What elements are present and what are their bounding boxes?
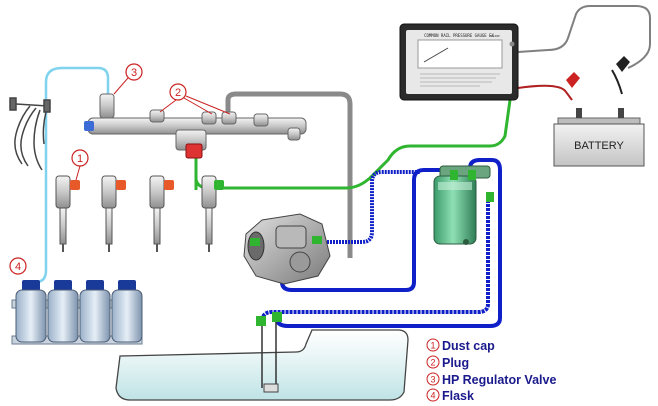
fuel-tank <box>115 312 409 401</box>
legend-text: Plug <box>442 356 469 370</box>
fuel-filter <box>433 165 494 245</box>
injector-3 <box>149 175 174 252</box>
rail-return-line <box>225 91 353 258</box>
clamp-cable-black <box>611 69 623 95</box>
legend-number: 3 <box>430 375 435 385</box>
clamp-cable-red <box>517 84 573 101</box>
legend-item-flask: 4 Flask <box>426 388 474 403</box>
gauge-title: COMMON RAIL PRESSURE GAUGE EX <box>424 33 494 38</box>
tank-supply-line <box>260 196 490 323</box>
common-rail <box>84 93 307 159</box>
supply-line-inner <box>318 170 420 244</box>
legend-item-dust-cap: 1 Dust cap <box>426 338 495 353</box>
callout-3: 3 <box>113 63 143 95</box>
callout-3-number: 3 <box>131 67 137 79</box>
callout-2-number: 2 <box>175 87 181 99</box>
legend-item-plug: 2 Plug <box>426 355 469 370</box>
filter-return-line <box>274 158 502 328</box>
high-pressure-pump <box>243 213 331 285</box>
legend-number: 1 <box>430 341 435 351</box>
flask-return-hose <box>31 66 110 286</box>
supply-line-outer <box>280 168 452 292</box>
dust-cap-3 <box>164 180 174 190</box>
battery-label: BATTERY <box>574 140 624 152</box>
battery: BATTERY <box>553 108 645 167</box>
legend-number: 2 <box>430 358 435 368</box>
dust-cap-1 <box>70 180 80 190</box>
legend-text: HP Regulator Valve <box>442 373 556 387</box>
wiring-harness <box>9 97 51 171</box>
flask-set <box>11 280 143 345</box>
battery-clamps <box>566 56 630 88</box>
legend-item-hp-regulator-valve: 3 HP Regulator Valve <box>426 372 556 387</box>
dust-cap-2 <box>116 180 126 190</box>
gauge-power-cable <box>517 5 651 69</box>
flask-2 <box>47 280 79 343</box>
legend-number: 4 <box>430 391 435 401</box>
callout-2: 2 <box>159 83 231 115</box>
callout-4-number: 4 <box>15 261 21 273</box>
callout-1-number: 1 <box>77 153 83 165</box>
injector-4 <box>201 175 224 252</box>
legend: 1 Dust cap 2 Plug 3 HP Regulator Valve 4… <box>426 338 556 403</box>
flask-1 <box>15 280 47 343</box>
legend-text: Flask <box>442 389 474 403</box>
flask-3 <box>79 280 111 343</box>
injector-1 <box>55 175 80 252</box>
flask-4 <box>111 280 143 343</box>
injector-4-fitting <box>214 180 224 190</box>
callout-4: 4 <box>9 257 27 275</box>
injector-2 <box>101 175 126 252</box>
pressure-gauge: COMMON RAIL PRESSURE GAUGE EX ENGINE <box>399 23 519 101</box>
callout-1: 1 <box>71 149 89 181</box>
legend-text: Dust cap <box>442 339 495 353</box>
gauge-brand: ENGINE <box>489 34 500 38</box>
